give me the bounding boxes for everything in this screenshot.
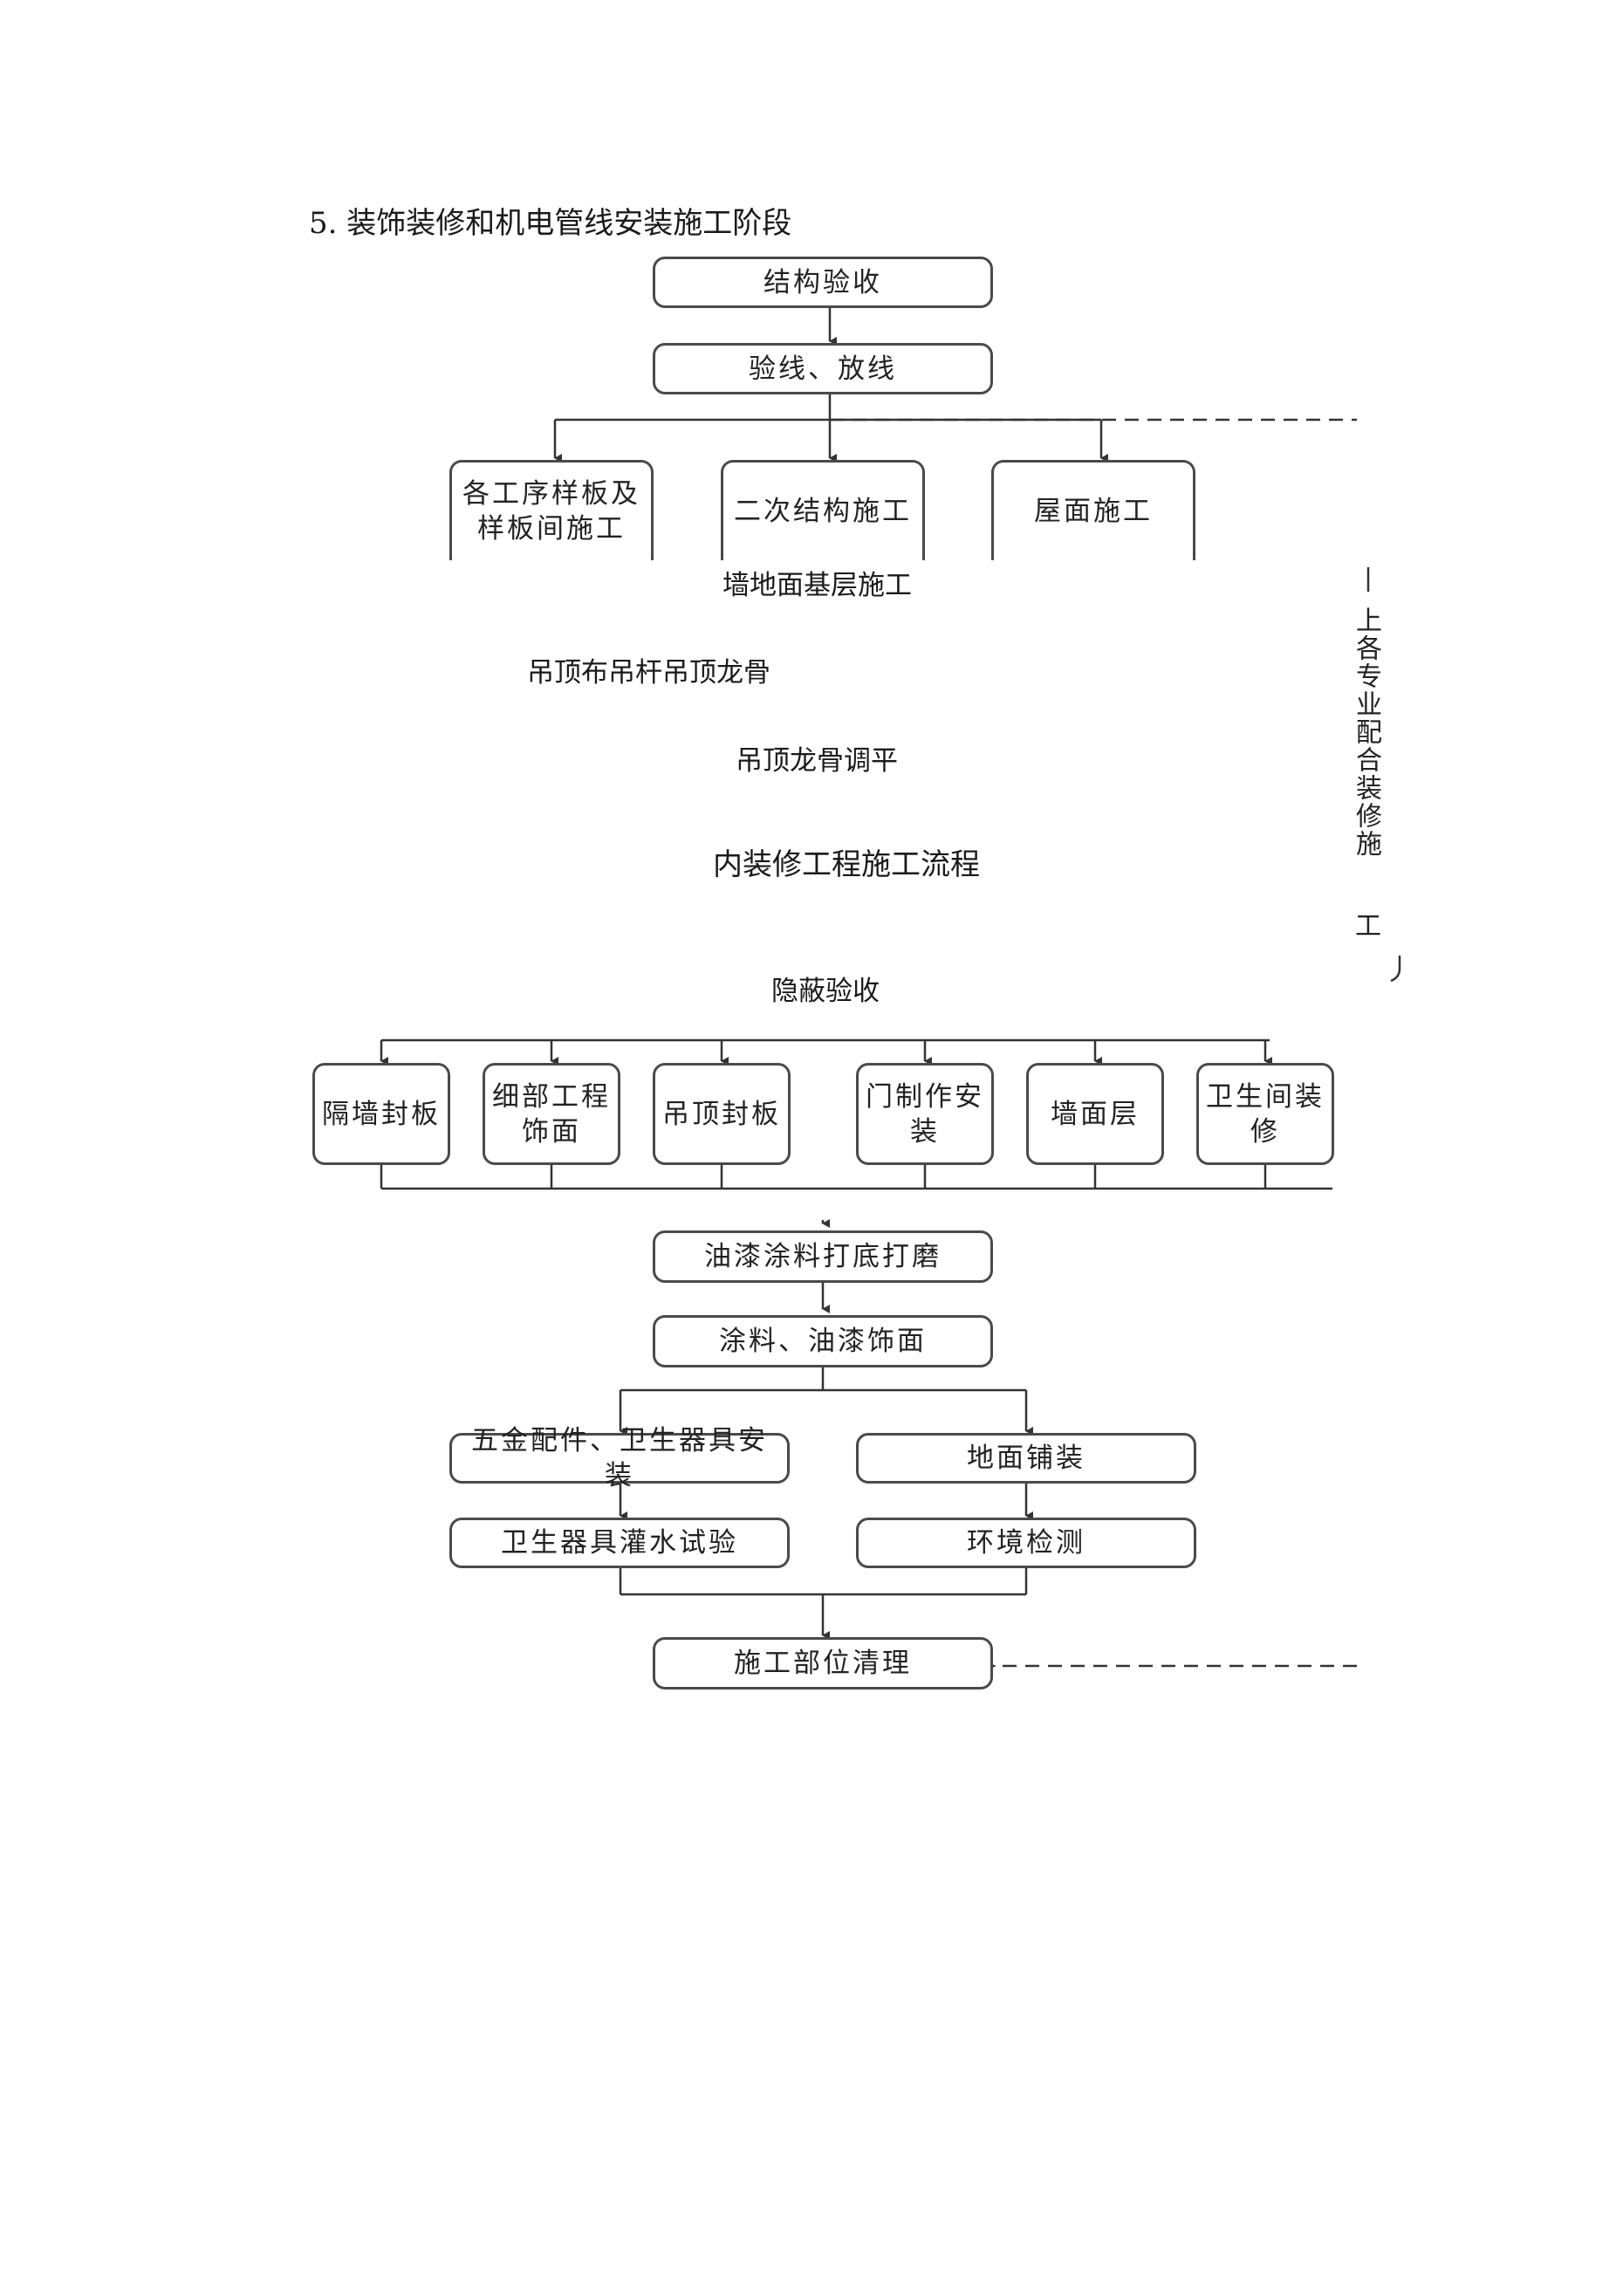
box-bathroom: 卫生间装修 <box>1196 1063 1334 1165</box>
text-wall-floor-base: 墙地面基层施工 <box>722 570 912 601</box>
box-structure-acceptance: 结构验收 <box>653 257 993 308</box>
box-sample-board: 各工序样板及样板间施工 <box>449 460 654 560</box>
side-note-text: 上各专业配合装修施 <box>1351 607 1381 858</box>
box-sanitary-test: 卫生器具灌水试验 <box>449 1518 790 1568</box>
box-roof: 屋面施工 <box>991 460 1195 560</box>
box-secondary-structure: 二次结构施工 <box>721 460 925 560</box>
box-paint-finish: 涂料、油漆饰面 <box>653 1315 993 1367</box>
box-env-test: 环境检测 <box>856 1518 1196 1568</box>
box-hardware-install: 五金配件、卫生器具安装 <box>449 1425 790 1491</box>
text-process-title: 内装修工程施工流程 <box>713 847 980 882</box>
box-wall-layer: 墙面层 <box>1026 1063 1164 1165</box>
box-partition-board: 隔墙封板 <box>312 1063 450 1165</box>
side-mark-bottom <box>1390 956 1401 983</box>
text-ceiling-hanger: 吊顶布吊杆吊顶龙骨 <box>527 657 770 689</box>
box-ceiling-board: 吊顶封板 <box>653 1063 791 1165</box>
side-note-tail: 工 <box>1355 911 1381 942</box>
box-site-cleanup: 施工部位清理 <box>653 1637 993 1689</box>
box-detail-finish: 细部工程饰面 <box>483 1063 620 1165</box>
box-paint-primer: 油漆涂料打底打磨 <box>653 1230 993 1283</box>
box-line-check: 验线、放线 <box>653 343 993 394</box>
box-door-install: 门制作安装 <box>856 1063 994 1165</box>
side-note-label: 上各专业配合装修施 <box>1351 607 1386 858</box>
text-concealed-acceptance: 隐蔽验收 <box>771 976 880 1007</box>
box-floor-paving: 地面铺装 <box>856 1433 1196 1484</box>
text-ceiling-level: 吊顶龙骨调平 <box>736 745 898 777</box>
section-heading: 5. 装饰装修和机电管线安装施工阶段 <box>309 206 792 241</box>
